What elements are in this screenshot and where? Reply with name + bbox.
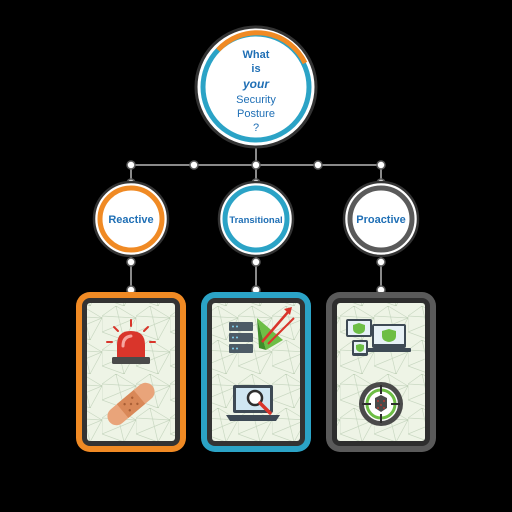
alarm-siren-icon [106, 319, 156, 364]
stage-label-proactive: Proactive [356, 214, 406, 226]
bandage-icon [107, 382, 155, 426]
laptop-magnifier-icon [226, 385, 280, 421]
stage-label-reactive: Reactive [108, 214, 153, 226]
center-line-posture: Posture [237, 108, 275, 120]
card-reactive [76, 292, 186, 452]
stage-node-transitional: Transitional [217, 180, 295, 258]
center-question-node: What is your Security Posture ? [194, 25, 318, 149]
center-line-security: Security [236, 94, 276, 106]
card-proactive [326, 292, 436, 452]
center-line-question-mark: ? [253, 122, 259, 134]
server-firewall-icon [229, 307, 295, 353]
target-scope-icon [359, 382, 403, 426]
stage-label-transitional: Transitional [229, 215, 282, 226]
stage-node-reactive: Reactive [92, 180, 170, 258]
card-transitional [201, 292, 311, 452]
stage-node-proactive: Proactive [342, 180, 420, 258]
center-line-is: is [251, 63, 260, 75]
protected-devices-icon [346, 319, 411, 356]
center-line-your: your [242, 77, 270, 91]
center-line-what: What [243, 49, 270, 61]
